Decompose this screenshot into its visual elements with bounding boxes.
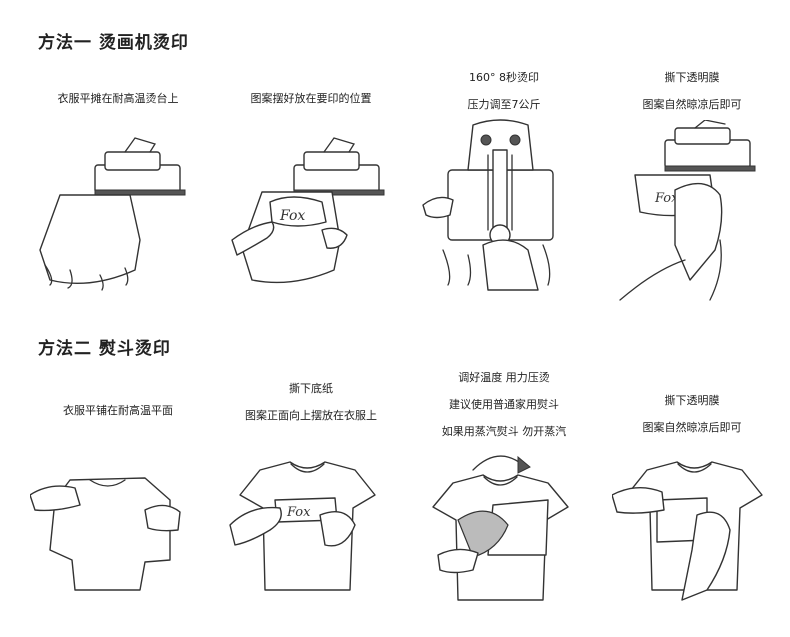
m2-step2-caption: 撕下底纸 图案正面向上摆放在衣服上 <box>245 382 377 422</box>
m2-step3-caption: 调好温度 用力压烫 建议使用普通家用熨斗 如果用蒸汽熨斗 勿开蒸汽 <box>441 371 567 438</box>
iron-press-illustration <box>432 455 569 601</box>
peel-film-illustration: Fox <box>619 120 756 301</box>
lay-shirt-flat-illustration <box>30 477 181 591</box>
m1-step4-caption: 撕下透明膜 图案自然晾凉后即可 <box>642 71 742 111</box>
heat-press-shirt-illustration <box>39 137 186 291</box>
svg-text:Fox: Fox <box>286 505 311 520</box>
m2-step1-caption: 衣服平铺在耐高温平面 <box>63 404 173 417</box>
method1-title: 方法一 烫画机烫印 <box>38 33 189 53</box>
peel-film-from-shirt-illustration <box>612 461 763 601</box>
place-design-illustration: Fox <box>231 137 385 284</box>
pressing-illustration <box>422 119 554 291</box>
svg-text:Fox: Fox <box>654 191 679 206</box>
method2-title: 方法二 熨斗烫印 <box>38 339 171 359</box>
m2-step4-caption: 撕下透明膜 图案自然晾凉后即可 <box>642 394 742 434</box>
place-design-on-shirt-illustration: Fox <box>229 461 376 591</box>
m1-step2-caption: 图案摆好放在要印的位置 <box>250 92 372 105</box>
m1-step1-caption: 衣服平摊在耐高温烫台上 <box>57 92 179 105</box>
svg-text:Fox: Fox <box>279 208 305 224</box>
m1-step3-caption: 160° 8秒烫印 压力调至7公斤 <box>467 71 541 111</box>
